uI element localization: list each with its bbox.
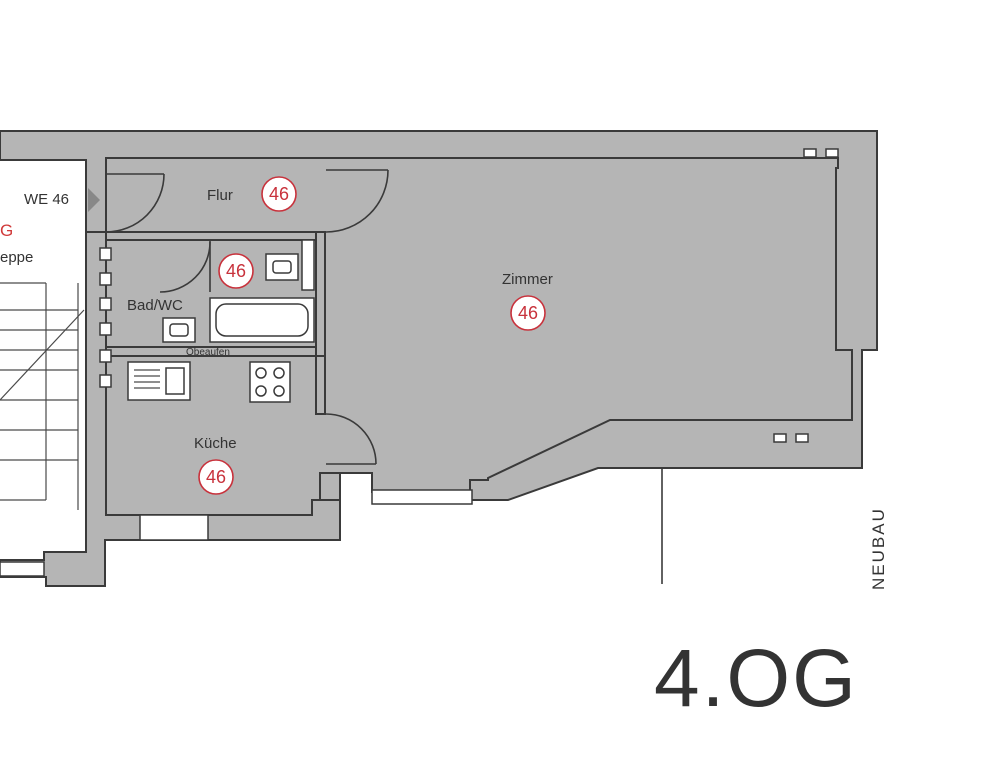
outer-wall-top <box>0 130 878 587</box>
room-number-zimmer: 46 <box>518 303 538 323</box>
window-zimmer <box>371 489 473 505</box>
entry-door <box>88 173 165 233</box>
stair-label: eppe <box>0 249 33 266</box>
room-name-zimmer: Zimmer <box>502 271 553 288</box>
room-number-ring-zimmer <box>510 295 546 331</box>
washbasin-icon <box>265 253 299 281</box>
shaft-bad <box>301 239 315 291</box>
wall-flur-bad <box>105 231 323 241</box>
zimmer-door <box>325 169 389 233</box>
window-stair <box>0 561 45 577</box>
room-number-bad: 46 <box>226 261 246 281</box>
stove-icon <box>249 361 291 403</box>
floor-label: 4.OG <box>654 633 858 724</box>
stairwell <box>0 282 85 510</box>
wall-bad-zimmer <box>315 231 326 357</box>
wall-kueche-zimmer <box>315 355 326 415</box>
room-number-ring-bad <box>218 253 254 289</box>
room-number-ring-flur <box>261 176 297 212</box>
fixture-label: Obeaufen <box>186 347 230 358</box>
room-name-bad: Bad/WC <box>127 297 183 314</box>
kueche-door <box>325 413 377 465</box>
neubau-label: NEUBAU <box>869 507 888 590</box>
room-name-kueche: Küche <box>194 435 237 452</box>
unit-label: WE 46 <box>24 191 69 208</box>
room-number-flur: 46 <box>269 184 289 204</box>
room-name-flur: Flur <box>207 187 233 204</box>
ventilation-shafts <box>99 148 839 443</box>
window-kueche <box>139 514 209 541</box>
room-number-ring-kueche <box>198 459 234 495</box>
stair-prefix: G <box>0 221 13 240</box>
bad-door <box>159 240 211 293</box>
room-number-kueche: 46 <box>206 467 226 487</box>
